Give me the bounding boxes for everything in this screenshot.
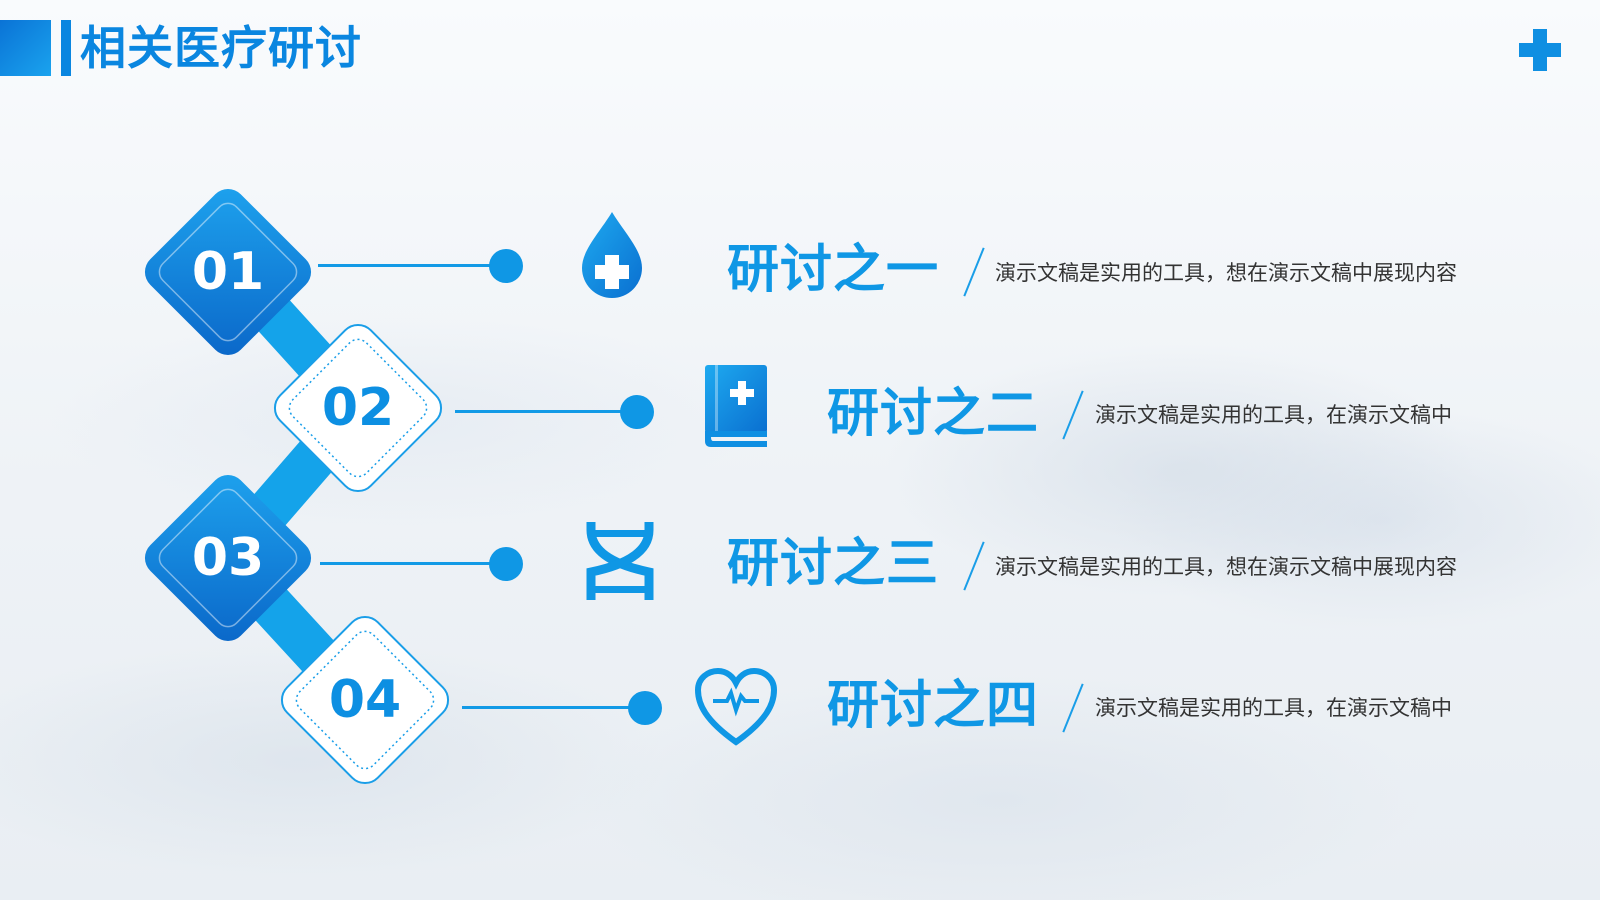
connector-dot-4 xyxy=(628,691,662,725)
diamond-04: 04 xyxy=(265,600,465,800)
diamond-number: 03 xyxy=(191,528,265,588)
diamond-number: 04 xyxy=(328,670,402,730)
item-description-3: 演示文稿是实用的工具，想在演示文稿中展现内容 xyxy=(995,555,1457,579)
diamond-01-shape xyxy=(144,188,312,356)
header-accent-block xyxy=(0,20,51,76)
medical-cross-icon xyxy=(1519,29,1561,71)
item-title-3: 研讨之三 xyxy=(727,534,940,594)
item-title-4: 研讨之四 xyxy=(827,676,1040,736)
item-description-2: 演示文稿是实用的工具，在演示文稿中 xyxy=(1095,403,1452,427)
diamond-01: 01 xyxy=(128,172,328,372)
diamond-03-shape xyxy=(144,474,312,642)
connector-dot-3 xyxy=(489,547,523,581)
connector-line-2 xyxy=(455,410,635,413)
page-title: 相关医疗研讨 xyxy=(80,21,362,75)
diamond-number: 01 xyxy=(191,242,265,302)
dna-icon xyxy=(586,522,654,600)
diamond-02: 02 xyxy=(258,308,458,508)
diamond-03: 03 xyxy=(128,458,328,658)
diamond-number: 02 xyxy=(321,378,395,438)
item-title-2: 研讨之二 xyxy=(827,384,1040,444)
diamond-02-shape xyxy=(273,323,443,493)
connector-line-4 xyxy=(462,706,642,709)
header-accent-bar xyxy=(61,20,71,76)
item-title-1: 研讨之一 xyxy=(727,240,940,300)
connector-line-3 xyxy=(320,562,506,565)
connector-line-1 xyxy=(318,264,506,267)
water-drop-plus-icon xyxy=(582,212,642,298)
item-description-4: 演示文稿是实用的工具，在演示文稿中 xyxy=(1095,696,1452,720)
diamond-04-shape xyxy=(280,615,450,785)
heart-pulse-icon xyxy=(695,668,777,746)
connector-dot-2 xyxy=(620,395,654,429)
medical-book-icon xyxy=(705,365,767,447)
item-description-1: 演示文稿是实用的工具，想在演示文稿中展现内容 xyxy=(995,261,1457,285)
connector-dot-1 xyxy=(489,249,523,283)
